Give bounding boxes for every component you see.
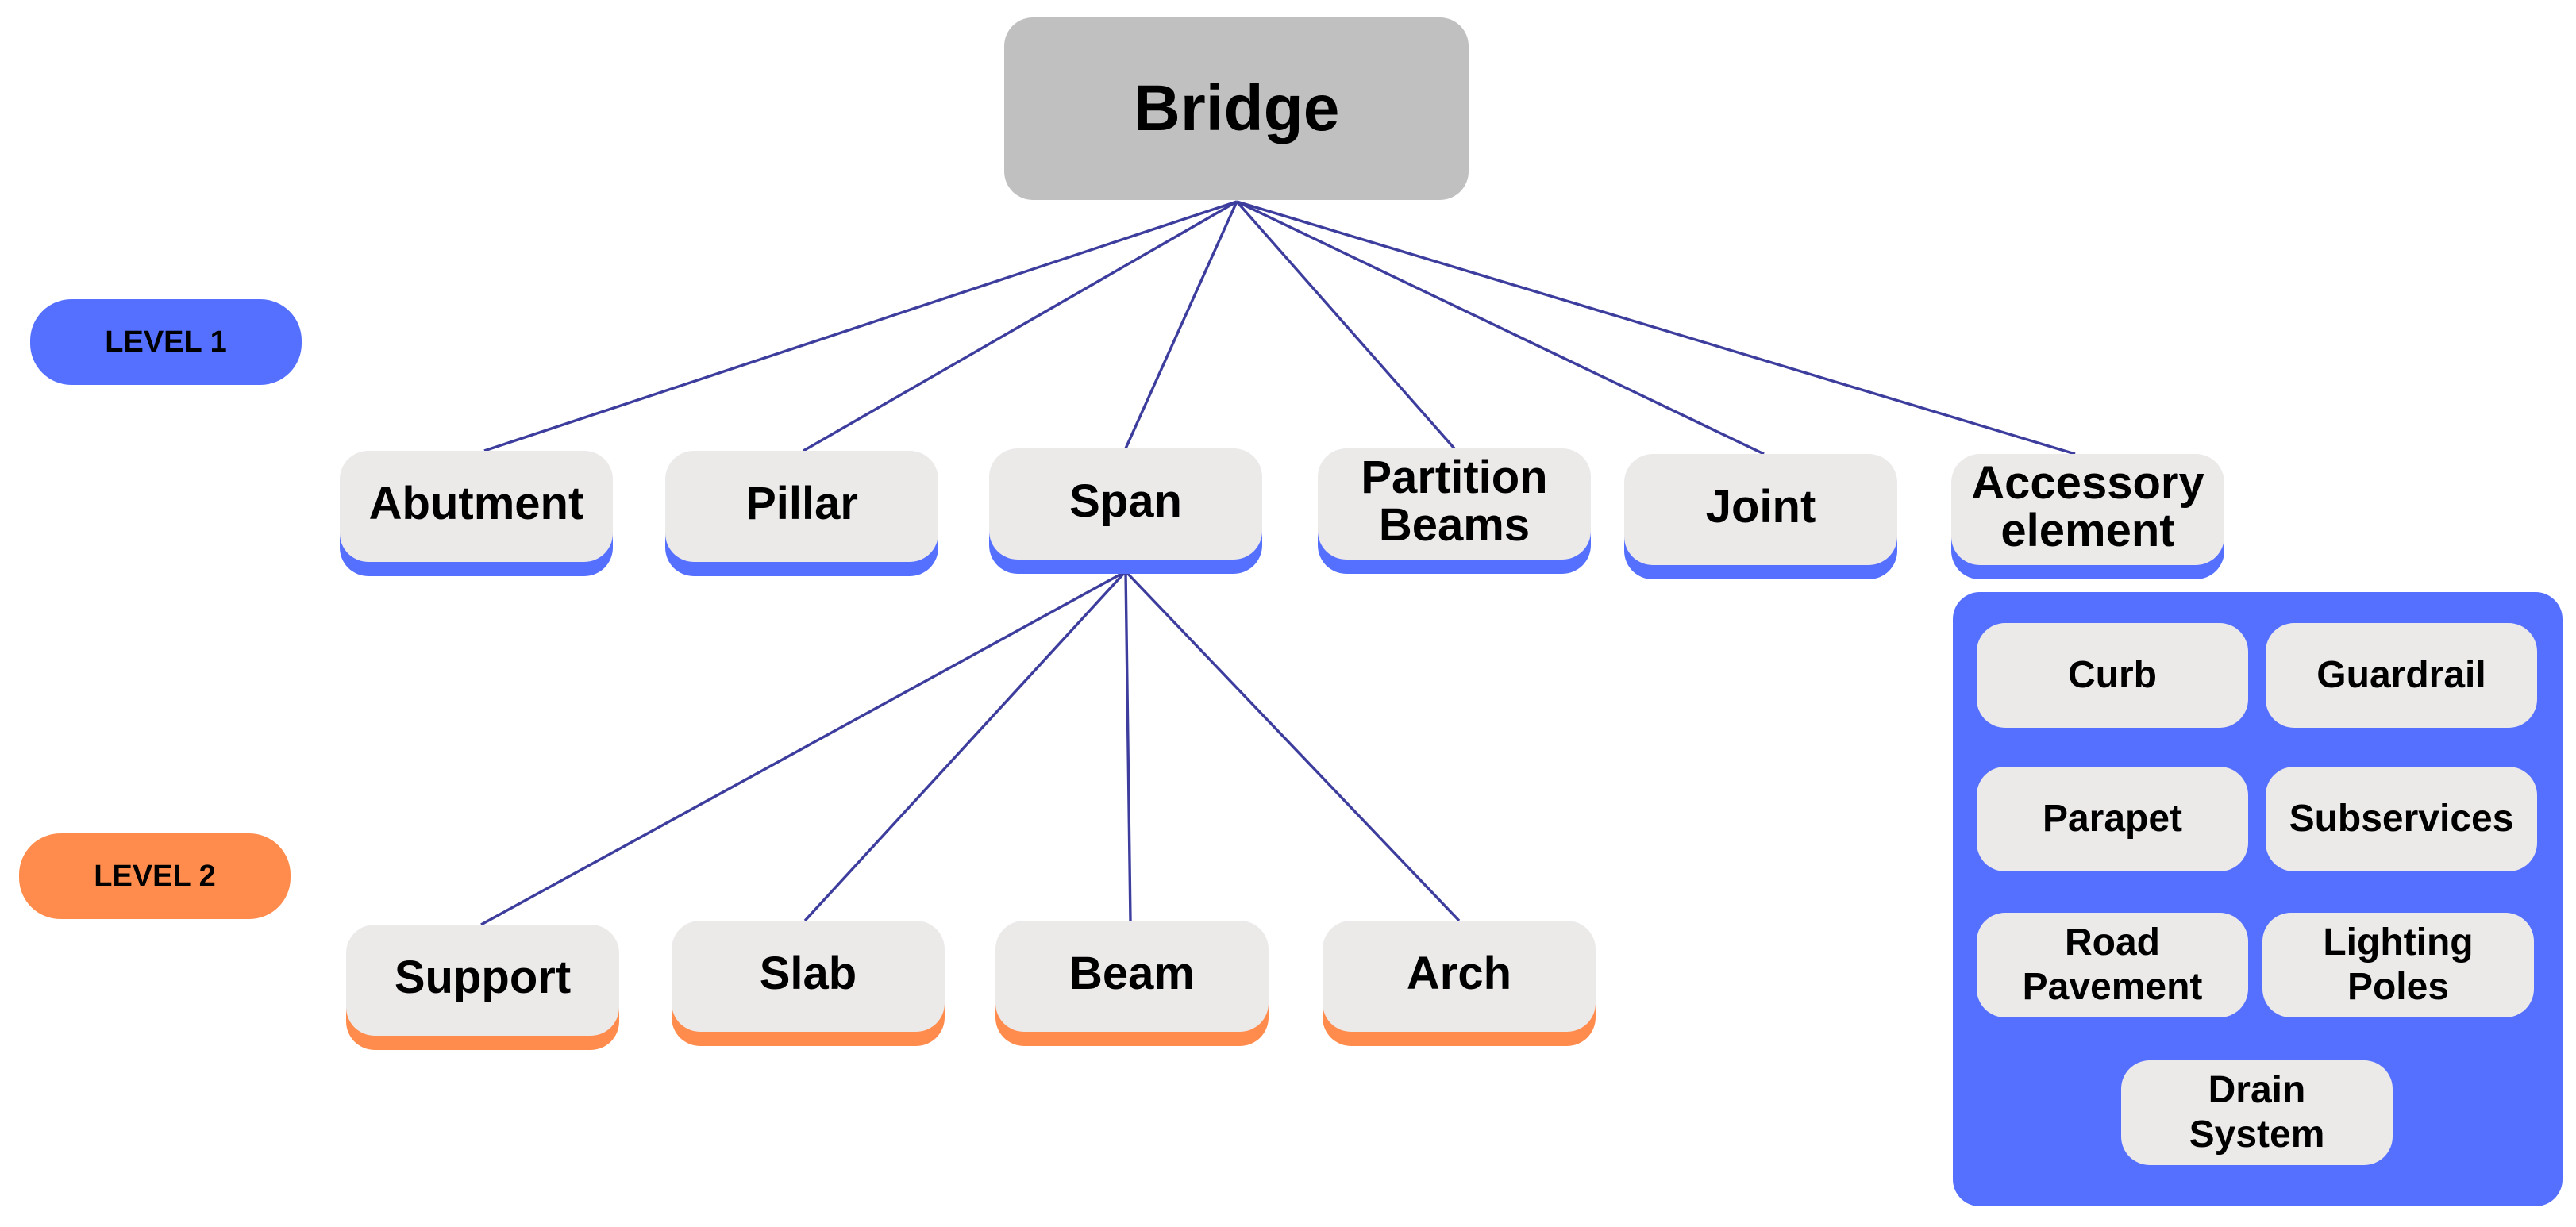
level-1-label: LEVEL 1 [105,325,227,359]
accessory-item-guardrail-label: Guardrail [2316,654,2486,697]
edge-bridge-joint [1236,200,1765,456]
node-span: Span [989,448,1262,560]
node-support: Support [346,925,619,1036]
accessory-item-guardrail: Guardrail [2266,623,2537,728]
edge-bridge-abutment [483,200,1238,452]
level-2-label: LEVEL 2 [94,859,216,893]
node-accessory-element: Accessory element [1951,454,2224,565]
node-joint: Joint [1624,454,1897,565]
node-beam: Beam [995,921,1269,1032]
node-accessory-element-label: Accessory element [1971,457,2204,556]
accessory-item-parapet: Parapet [1977,767,2248,871]
node-arch-label: Arch [1406,948,1512,1000]
edge-bridge-accessory-element [1236,200,2076,456]
accessory-item-lighting-poles: Lighting Poles [2262,913,2534,1017]
accessory-item-drain-system: Drain System [2121,1060,2393,1165]
accessory-item-subservices: Subservices [2266,767,2537,871]
node-partition-beams: Partition Beams [1318,448,1591,560]
level1-connectors [483,200,2076,456]
edge-span-slab [803,570,1127,922]
node-span-label: Span [1069,475,1182,528]
node-arch: Arch [1323,921,1596,1032]
node-pillar-label: Pillar [745,478,858,530]
node-beam-label: Beam [1069,948,1195,1000]
accessory-item-curb: Curb [1977,623,2248,728]
node-slab: Slab [672,921,945,1032]
accessory-item-road-pavement-label: Road Pavement [2022,921,2203,1008]
edge-span-support [480,570,1126,926]
node-support-label: Support [394,952,572,1004]
edge-bridge-partition-beams [1235,200,1456,450]
node-abutment-label: Abutment [368,478,584,530]
accessory-item-drain-system-label: Drain System [2189,1069,2325,1156]
root-node-bridge: Bridge [1004,17,1469,200]
node-partition-beams-label: Partition Beams [1361,452,1548,551]
edge-span-beam [1124,571,1132,921]
root-node-label: Bridge [1133,72,1340,144]
level2-connectors [480,570,1461,926]
node-pillar: Pillar [665,451,938,562]
accessory-item-subservices-label: Subservices [2289,798,2514,840]
accessory-item-curb-label: Curb [2068,654,2157,697]
edge-span-arch [1124,570,1461,922]
node-abutment: Abutment [340,451,613,562]
accessory-item-parapet-label: Parapet [2042,798,2183,840]
accessory-item-lighting-poles-label: Lighting Poles [2323,921,2474,1008]
edge-bridge-span [1124,201,1238,449]
level-1-badge: LEVEL 1 [30,299,302,385]
edge-bridge-pillar [803,200,1238,452]
level-2-badge: LEVEL 2 [19,833,291,919]
node-joint-label: Joint [1705,481,1816,533]
node-slab-label: Slab [759,948,857,1000]
accessory-item-road-pavement: Road Pavement [1977,913,2248,1017]
